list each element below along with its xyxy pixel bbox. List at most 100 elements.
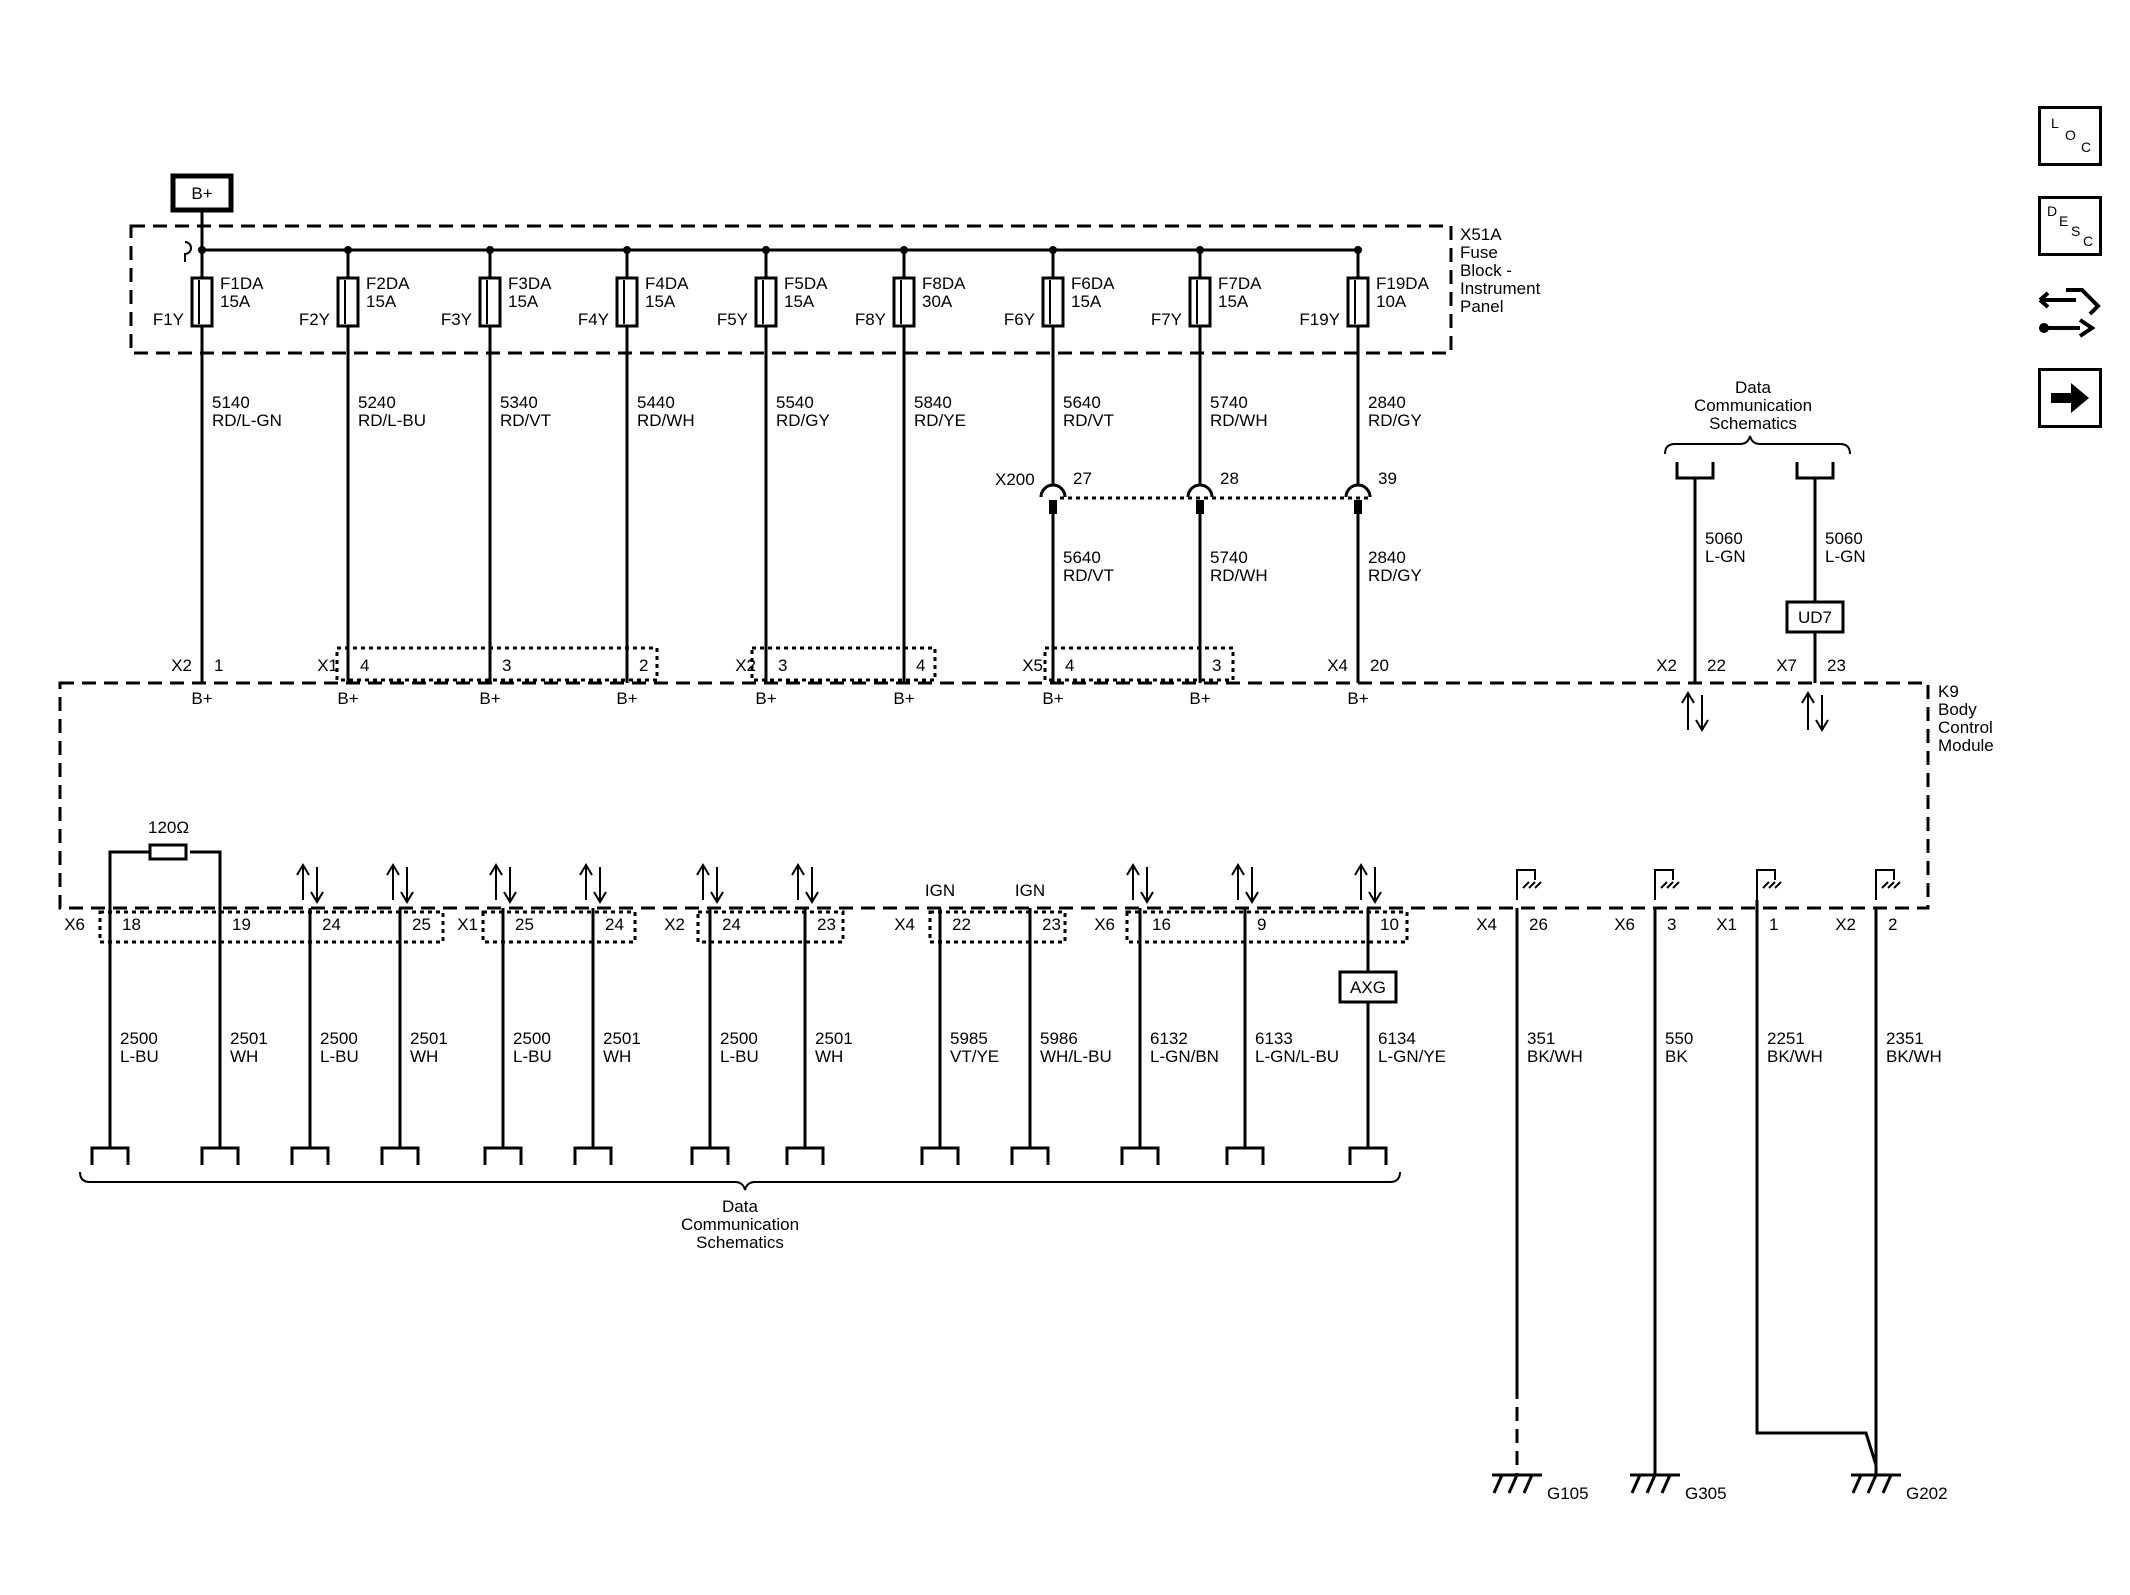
- connector-pin: 2: [639, 656, 648, 675]
- page-connector-cup: [1120, 1146, 1160, 1165]
- desc-letter-d: D: [2047, 203, 2058, 219]
- wire-color: RD/L-GN: [212, 411, 282, 430]
- page-connector-cup: [690, 1146, 730, 1165]
- loc-letter-o: O: [2065, 127, 2076, 143]
- connector-pin: 3: [778, 656, 787, 675]
- wire-circuit-number: 5060: [1705, 529, 1743, 548]
- desc-letter-s: S: [2071, 223, 2081, 239]
- ign-label: IGN: [925, 881, 955, 900]
- connector-pin: 23: [1827, 656, 1846, 675]
- connector-pin: 3: [1212, 656, 1221, 675]
- wire-color: L-GN/L-BU: [1255, 1047, 1339, 1066]
- description-button[interactable]: D E S C: [2038, 196, 2102, 256]
- connector-pin: 24: [322, 915, 341, 934]
- bidirectional-arrow-icon: [1140, 867, 1154, 904]
- connector-pin: 1: [1769, 915, 1778, 934]
- bidirectional-arrow-icon: [593, 867, 607, 904]
- wire-color: BK/WH: [1527, 1047, 1583, 1066]
- inline-device-label: UD7: [1798, 608, 1832, 627]
- ground-id: G202: [1906, 1484, 1948, 1503]
- wire-circuit-number: 2251: [1767, 1029, 1805, 1048]
- module-outline: [58, 681, 1930, 910]
- connector-id: X2: [1835, 915, 1856, 934]
- fuse-block-name-line: Fuse: [1460, 243, 1498, 262]
- wire-color: WH/L-BU: [1040, 1047, 1112, 1066]
- fuse-slot: F8Y: [855, 310, 886, 329]
- fuse-block-outline: [129, 224, 1453, 355]
- connector-id: X1: [317, 656, 338, 675]
- battery-label: B+: [191, 184, 212, 203]
- fuse-name: F3DA: [508, 274, 552, 293]
- bidirectional-arrow-icon: [1801, 691, 1815, 730]
- fuse-slot: F2Y: [299, 310, 330, 329]
- page-connector-cup: [1675, 462, 1715, 480]
- module-ground-terminal: [1756, 869, 1782, 900]
- connector-pin: 22: [1707, 656, 1726, 675]
- pin-label-bplus: B+: [893, 689, 914, 708]
- wire-circuit-number: 2500: [320, 1029, 358, 1048]
- wire-circuit-number: 5540: [776, 393, 814, 412]
- bidirectional-arrow-icon: [1368, 867, 1382, 904]
- wire-circuit-number: 5140: [212, 393, 250, 412]
- next-page-button[interactable]: [2038, 368, 2102, 428]
- connector-pin: 22: [952, 915, 971, 934]
- wire-color: BK/WH: [1767, 1047, 1823, 1066]
- connector-id: X6: [1614, 915, 1635, 934]
- fuse-name: F8DA: [922, 274, 966, 293]
- fuse-symbol: [478, 276, 502, 328]
- data-comm-label-line: Data: [722, 1197, 758, 1216]
- fuse-block-name-line: Instrument: [1460, 279, 1541, 298]
- wire-color: RD/WH: [1210, 566, 1268, 585]
- x200-connector-female: [1344, 483, 1372, 498]
- bidirectional-arrow-icon: [386, 863, 400, 900]
- fuse-name: F7DA: [1218, 274, 1262, 293]
- bidirectional-arrow-icon: [1126, 863, 1140, 900]
- connector-id: X1: [457, 915, 478, 934]
- fuse-block-name-line: Block -: [1460, 261, 1512, 280]
- connector-pin: 3: [502, 656, 511, 675]
- wire-circuit-number: 5840: [914, 393, 952, 412]
- wire-circuit-number: 550: [1665, 1029, 1693, 1048]
- fuse-name: F5DA: [784, 274, 828, 293]
- module-ground-terminal: [1516, 869, 1542, 900]
- x200-pin: 28: [1220, 469, 1239, 488]
- bidirectional-arrow-icon: [1815, 695, 1829, 732]
- wire-color: RD/WH: [1210, 411, 1268, 430]
- page-connector-cup: [785, 1146, 825, 1165]
- connector-id: X4: [1327, 656, 1348, 675]
- fuse-name: F19DA: [1376, 274, 1430, 293]
- wire-circuit-number: 5060: [1825, 529, 1863, 548]
- x200-connector-female: [1186, 483, 1214, 498]
- desc-letter-c: C: [2083, 233, 2094, 249]
- connector-id: X4: [894, 915, 915, 934]
- connector-pin: 26: [1529, 915, 1548, 934]
- wire-color: RD/GY: [1368, 411, 1422, 430]
- wire-circuit-number: 2501: [815, 1029, 853, 1048]
- fuse-slot: F6Y: [1004, 310, 1035, 329]
- fuse-symbol: [336, 276, 360, 328]
- wire-color: RD/VT: [500, 411, 551, 430]
- location-button[interactable]: L O C: [2038, 106, 2102, 166]
- connector-pin: 23: [1042, 915, 1061, 934]
- module-name-line: Module: [1938, 736, 1994, 755]
- wire-color: RD/VT: [1063, 411, 1114, 430]
- wire-circuit-number: 6133: [1255, 1029, 1293, 1048]
- bidirectional-arrow-icon: [1245, 867, 1259, 904]
- fuse-rating: 15A: [645, 292, 676, 311]
- terminating-resistor: [148, 843, 188, 861]
- connector-pin: 23: [817, 915, 836, 934]
- x200-connector-male: [1196, 500, 1204, 514]
- connector-swap-icon[interactable]: [2036, 276, 2106, 340]
- wire-circuit-number: 5640: [1063, 548, 1101, 567]
- fuse-symbol: [190, 276, 214, 328]
- page-connector-cup: [573, 1146, 613, 1165]
- bidirectional-arrow-icon: [1231, 863, 1245, 900]
- wire-circuit-number: 5240: [358, 393, 396, 412]
- x200-pin: 27: [1073, 469, 1092, 488]
- fuse-rating: 15A: [508, 292, 539, 311]
- page-connector-cup: [483, 1146, 523, 1165]
- connector-pin: 10: [1380, 915, 1399, 934]
- wire-circuit-number: 2500: [513, 1029, 551, 1048]
- page-connector-cup: [90, 1146, 130, 1165]
